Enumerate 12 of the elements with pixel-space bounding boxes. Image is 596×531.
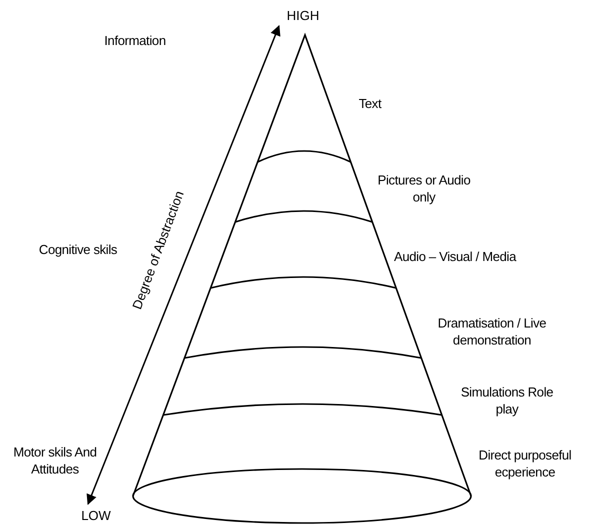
text-label: Text <box>358 94 382 112</box>
text-label: Motor skils And Attitudes <box>12 444 98 478</box>
text-label: Direct purposeful ecperience <box>478 446 572 480</box>
axis-end-label: HIGH <box>286 8 320 22</box>
text-label: Dramatisation / Live demonstration <box>436 314 548 348</box>
text-label: Information <box>103 32 167 49</box>
text-label: Audio – Visual / Media <box>393 248 518 265</box>
text-label: Cognitive skils <box>38 240 118 258</box>
double-headed-arrow <box>86 25 280 505</box>
axis-end-label: LOW <box>81 508 111 522</box>
text-label: Simulations Role play <box>460 384 554 418</box>
text-label: Pictures or Audio only <box>376 172 472 206</box>
